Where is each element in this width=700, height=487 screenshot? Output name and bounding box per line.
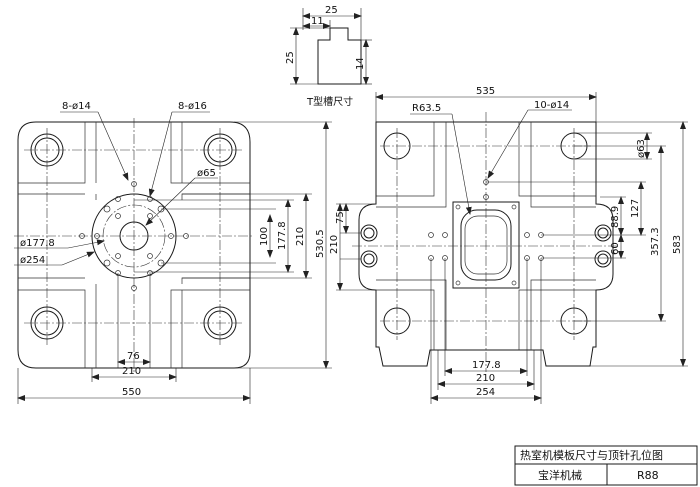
- left-v-210-text: 210: [295, 227, 306, 246]
- left-v-100-text: 100: [259, 227, 270, 246]
- right-h-177-text: 177.8: [472, 360, 501, 371]
- right-width-535-text: 535: [476, 86, 495, 97]
- t-slot-height-text: 25: [285, 51, 296, 64]
- t-slot-detail: 25 11 25 14 T型槽尺寸: [285, 5, 372, 108]
- left-bore-65-label: ø65: [197, 168, 216, 179]
- right-holes-14-label: 10-ø14: [534, 100, 569, 111]
- left-h-76-text: 76: [127, 351, 140, 362]
- right-platen-outline: [358, 121, 614, 367]
- left-v-177-text: 177.8: [277, 221, 288, 250]
- title-block-model: R88: [637, 469, 659, 482]
- right-v-357-text: 357.3: [650, 227, 661, 256]
- right-v-60-text: 60: [610, 242, 621, 255]
- left-holes-16-label: 8-ø16: [178, 101, 207, 112]
- right-left-210-text: 210: [329, 235, 340, 254]
- right-tie-bar-holes: [383, 132, 588, 335]
- right-h-254-text: 254: [476, 387, 495, 398]
- right-v-88-text: 88.9: [610, 206, 621, 228]
- right-left-75-text: 75: [335, 211, 346, 224]
- right-radius-label: R63.5: [412, 103, 441, 114]
- right-platen: 535 R63.5 10-ø14 ø63 75 210 88.9 127 60: [329, 86, 688, 404]
- left-h-550-text: 550: [122, 387, 141, 398]
- t-slot-width-text: 25: [325, 5, 338, 16]
- left-v-530-text: 530.5: [315, 229, 326, 258]
- title-block-title: 热室机模板尺寸与顶针孔位图: [520, 448, 663, 462]
- t-slot-profile: [317, 27, 362, 85]
- t-slot-neck-text: 11: [311, 16, 324, 27]
- right-v-127-text: 127: [630, 199, 641, 218]
- left-pcd-177-label: ø177.8: [20, 238, 55, 249]
- right-v-583-text: 583: [672, 235, 683, 254]
- right-h-210-text: 210: [476, 373, 495, 384]
- t-slot-caption: T型槽尺寸: [306, 95, 353, 108]
- left-tie-bar-holes: [30, 133, 237, 340]
- left-pcd-254-label: ø254: [20, 255, 45, 266]
- t-slot-depth-text: 14: [355, 57, 366, 70]
- title-block: 热室机模板尺寸与顶针孔位图 宝洋机械 R88: [514, 445, 698, 486]
- left-platen: 8-ø14 8-ø16 ø65 ø177.8 ø254 100 177.8 21…: [14, 101, 332, 404]
- left-h-210-text: 210: [122, 366, 141, 377]
- left-holes-14-label: 8-ø14: [62, 101, 91, 112]
- right-tie-63-text: ø63: [636, 139, 647, 158]
- title-block-company: 宝洋机械: [538, 468, 582, 482]
